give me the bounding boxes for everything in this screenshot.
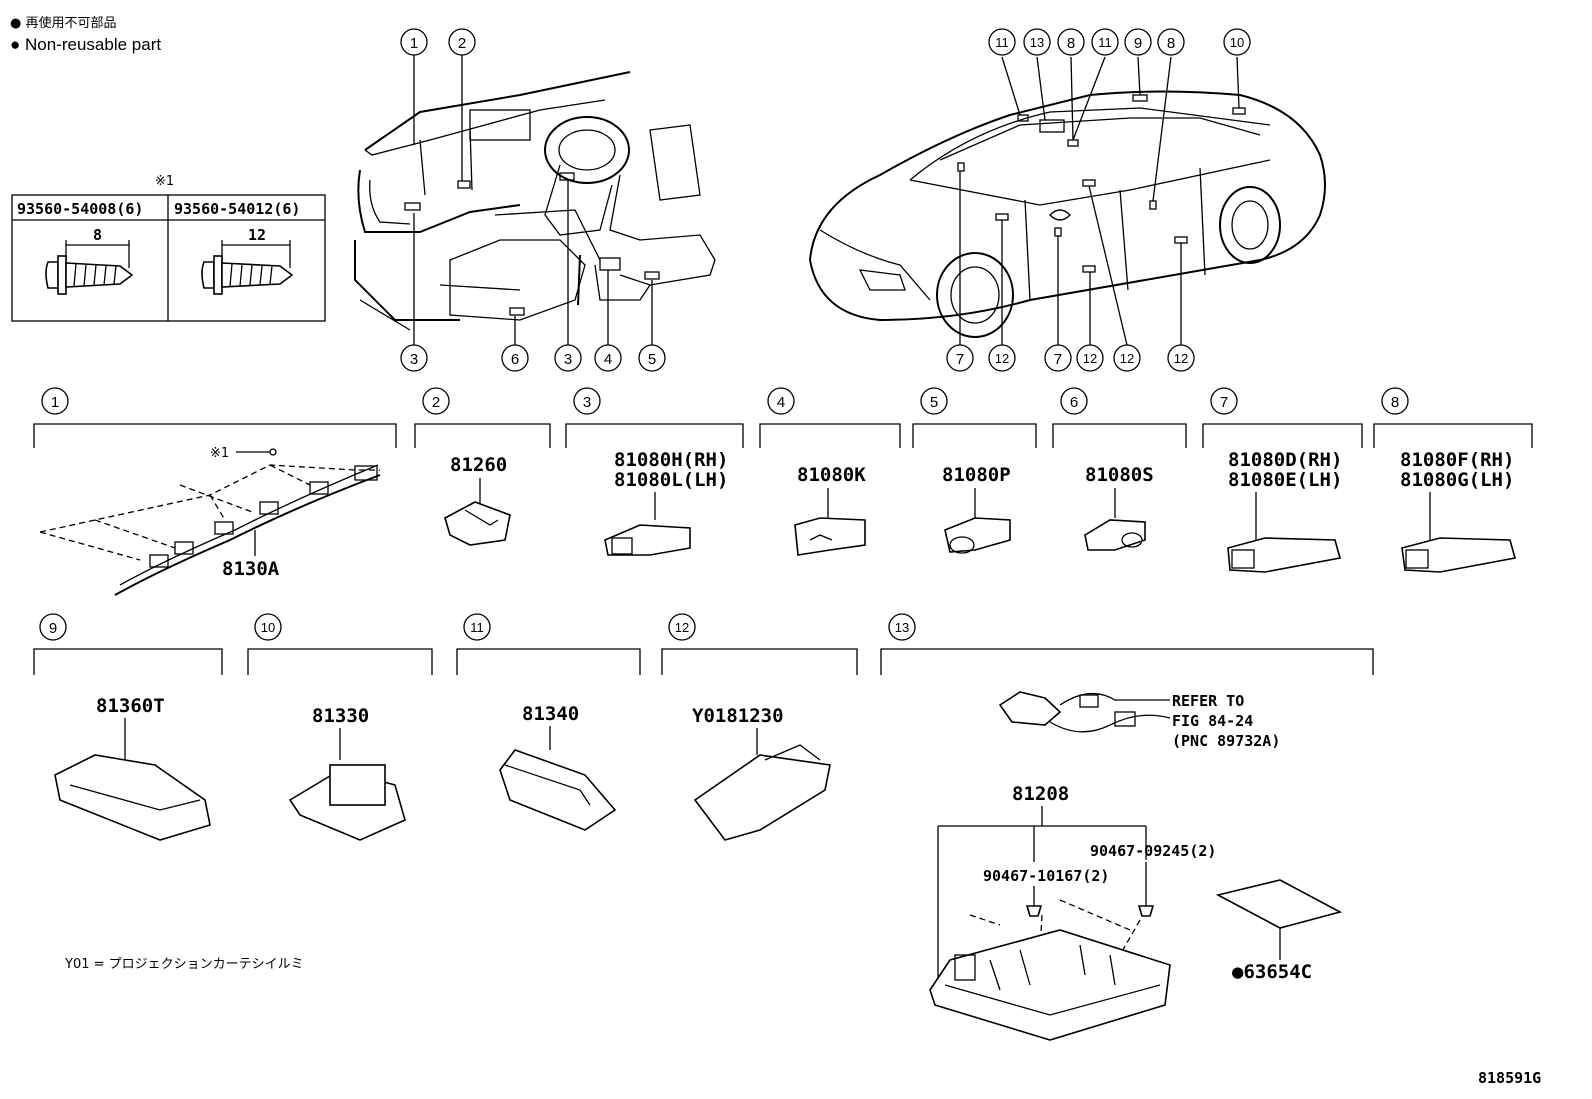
part-1-note: ※1 bbox=[210, 446, 229, 461]
svg-text:10: 10 bbox=[1230, 35, 1244, 50]
part-2-sensor: 2 81260 bbox=[414, 387, 551, 546]
svg-text:6: 6 bbox=[511, 351, 519, 368]
part-9-label: 81360T bbox=[96, 695, 165, 717]
footnote: Y01 = プロジェクションカーテシイルミ bbox=[64, 957, 304, 972]
part-4-sensor: 4 81080K bbox=[759, 387, 901, 556]
svg-text:12: 12 bbox=[1083, 351, 1097, 366]
svg-text:9: 9 bbox=[49, 620, 57, 637]
svg-text:7: 7 bbox=[956, 351, 964, 368]
svg-text:3: 3 bbox=[410, 351, 418, 368]
screw-part-b: 93560-54012(6) bbox=[174, 200, 300, 218]
svg-text:1: 1 bbox=[410, 35, 418, 52]
part-10-label: 81330 bbox=[312, 705, 369, 727]
part-9-lamp: 9 81360T bbox=[33, 613, 223, 841]
svg-text:12: 12 bbox=[675, 620, 689, 635]
part-13-refer-c: (PNC 89732A) bbox=[1172, 732, 1280, 750]
part-3-label-rh: 81080H(RH) bbox=[614, 449, 728, 471]
part-4-label: 81080K bbox=[797, 464, 866, 486]
screw-a-dim: 8 bbox=[93, 226, 102, 244]
svg-text:11: 11 bbox=[470, 620, 484, 635]
svg-text:8: 8 bbox=[1167, 35, 1175, 52]
svg-text:11: 11 bbox=[995, 35, 1009, 50]
part-1-curtain-airbag: 1 ※1 8130A bbox=[33, 387, 397, 596]
part-11-lamp: 11 81340 bbox=[456, 613, 641, 831]
svg-text:5: 5 bbox=[930, 394, 938, 411]
screw-a-drawing: 8 bbox=[45, 226, 134, 295]
figure-id: 818591G bbox=[1478, 1069, 1541, 1087]
legend-jp-text: ● 再使用不可部品 bbox=[10, 15, 117, 31]
svg-text:2: 2 bbox=[432, 394, 440, 411]
legend: ● 再使用不可部品 ● Non-reusable part bbox=[10, 15, 161, 54]
svg-text:11: 11 bbox=[1098, 35, 1112, 50]
part-3-label-lh: 81080L(LH) bbox=[614, 469, 728, 491]
svg-text:6: 6 bbox=[1070, 394, 1078, 411]
svg-text:4: 4 bbox=[604, 351, 612, 368]
svg-text:13: 13 bbox=[1030, 35, 1044, 50]
svg-text:8: 8 bbox=[1391, 394, 1399, 411]
part-6-label: 81080S bbox=[1085, 464, 1154, 486]
svg-text:7: 7 bbox=[1054, 351, 1062, 368]
svg-text:13: 13 bbox=[895, 620, 909, 635]
car-diagram bbox=[808, 56, 1326, 346]
svg-text:12: 12 bbox=[1174, 351, 1188, 366]
part-7-sensor: 7 81080D(RH) 81080E(LH) bbox=[1202, 387, 1363, 573]
part-1-label: 8130A bbox=[222, 558, 280, 580]
screw-table-note: ※1 bbox=[155, 174, 174, 189]
part-8-label-rh: 81080F(RH) bbox=[1400, 449, 1514, 471]
part-8-label-lh: 81080G(LH) bbox=[1400, 469, 1514, 491]
part-5-label: 81080P bbox=[942, 464, 1011, 486]
svg-text:1: 1 bbox=[51, 394, 59, 411]
legend-en-text: ● Non-reusable part bbox=[10, 35, 161, 54]
svg-text:12: 12 bbox=[1120, 351, 1134, 366]
part-13-assembly: 13 REFER TO FIG 84-24 (PNC 89732A) 81208… bbox=[880, 613, 1374, 1041]
part-13-assembly-label: 81208 bbox=[1012, 783, 1069, 805]
svg-text:3: 3 bbox=[564, 351, 572, 368]
part-5-sensor: 5 81080P bbox=[912, 387, 1037, 554]
part-13-screw-a: 90467-10167(2) bbox=[983, 867, 1109, 885]
part-12-lamp: 12 Y0181230 bbox=[661, 613, 858, 841]
part-13-pad-label: ●63654C bbox=[1232, 961, 1312, 983]
svg-text:3: 3 bbox=[583, 394, 591, 411]
svg-text:2: 2 bbox=[458, 35, 466, 52]
part-3-sensor: 3 81080H(RH) 81080L(LH) bbox=[565, 387, 744, 556]
svg-text:10: 10 bbox=[261, 620, 275, 635]
svg-text:4: 4 bbox=[777, 394, 785, 411]
part-10-lamp: 10 81330 bbox=[247, 613, 433, 841]
top-callouts: 1 2 3 6 3 4 5 11 13 8 11 9 8 10 7 12 7 1… bbox=[400, 28, 1251, 372]
svg-text:5: 5 bbox=[648, 351, 656, 368]
part-13-refer-a: REFER TO bbox=[1172, 692, 1244, 710]
part-11-label: 81340 bbox=[522, 703, 579, 725]
part-13-refer-b: FIG 84-24 bbox=[1172, 712, 1253, 730]
screw-b-dim: 12 bbox=[248, 226, 266, 244]
part-6-sensor: 6 81080S bbox=[1052, 387, 1187, 551]
screw-b-drawing: 12 bbox=[201, 226, 294, 295]
screw-part-a: 93560-54008(6) bbox=[17, 200, 143, 218]
svg-text:9: 9 bbox=[1134, 35, 1142, 52]
part-12-label: Y0181230 bbox=[692, 705, 784, 727]
svg-text:7: 7 bbox=[1220, 394, 1228, 411]
part-7-label-lh: 81080E(LH) bbox=[1228, 469, 1342, 491]
svg-text:12: 12 bbox=[995, 351, 1009, 366]
screw-table: ※1 93560-54008(6) 93560-54012(6) 8 12 bbox=[11, 174, 326, 322]
svg-text:8: 8 bbox=[1067, 35, 1075, 52]
part-13-screw-b: 90467-09245(2) bbox=[1090, 842, 1216, 860]
part-7-label-rh: 81080D(RH) bbox=[1228, 449, 1342, 471]
part-8-sensor: 8 81080F(RH) 81080G(LH) bbox=[1373, 387, 1533, 573]
part-2-label: 81260 bbox=[450, 454, 507, 476]
interior-diagram bbox=[354, 55, 716, 345]
